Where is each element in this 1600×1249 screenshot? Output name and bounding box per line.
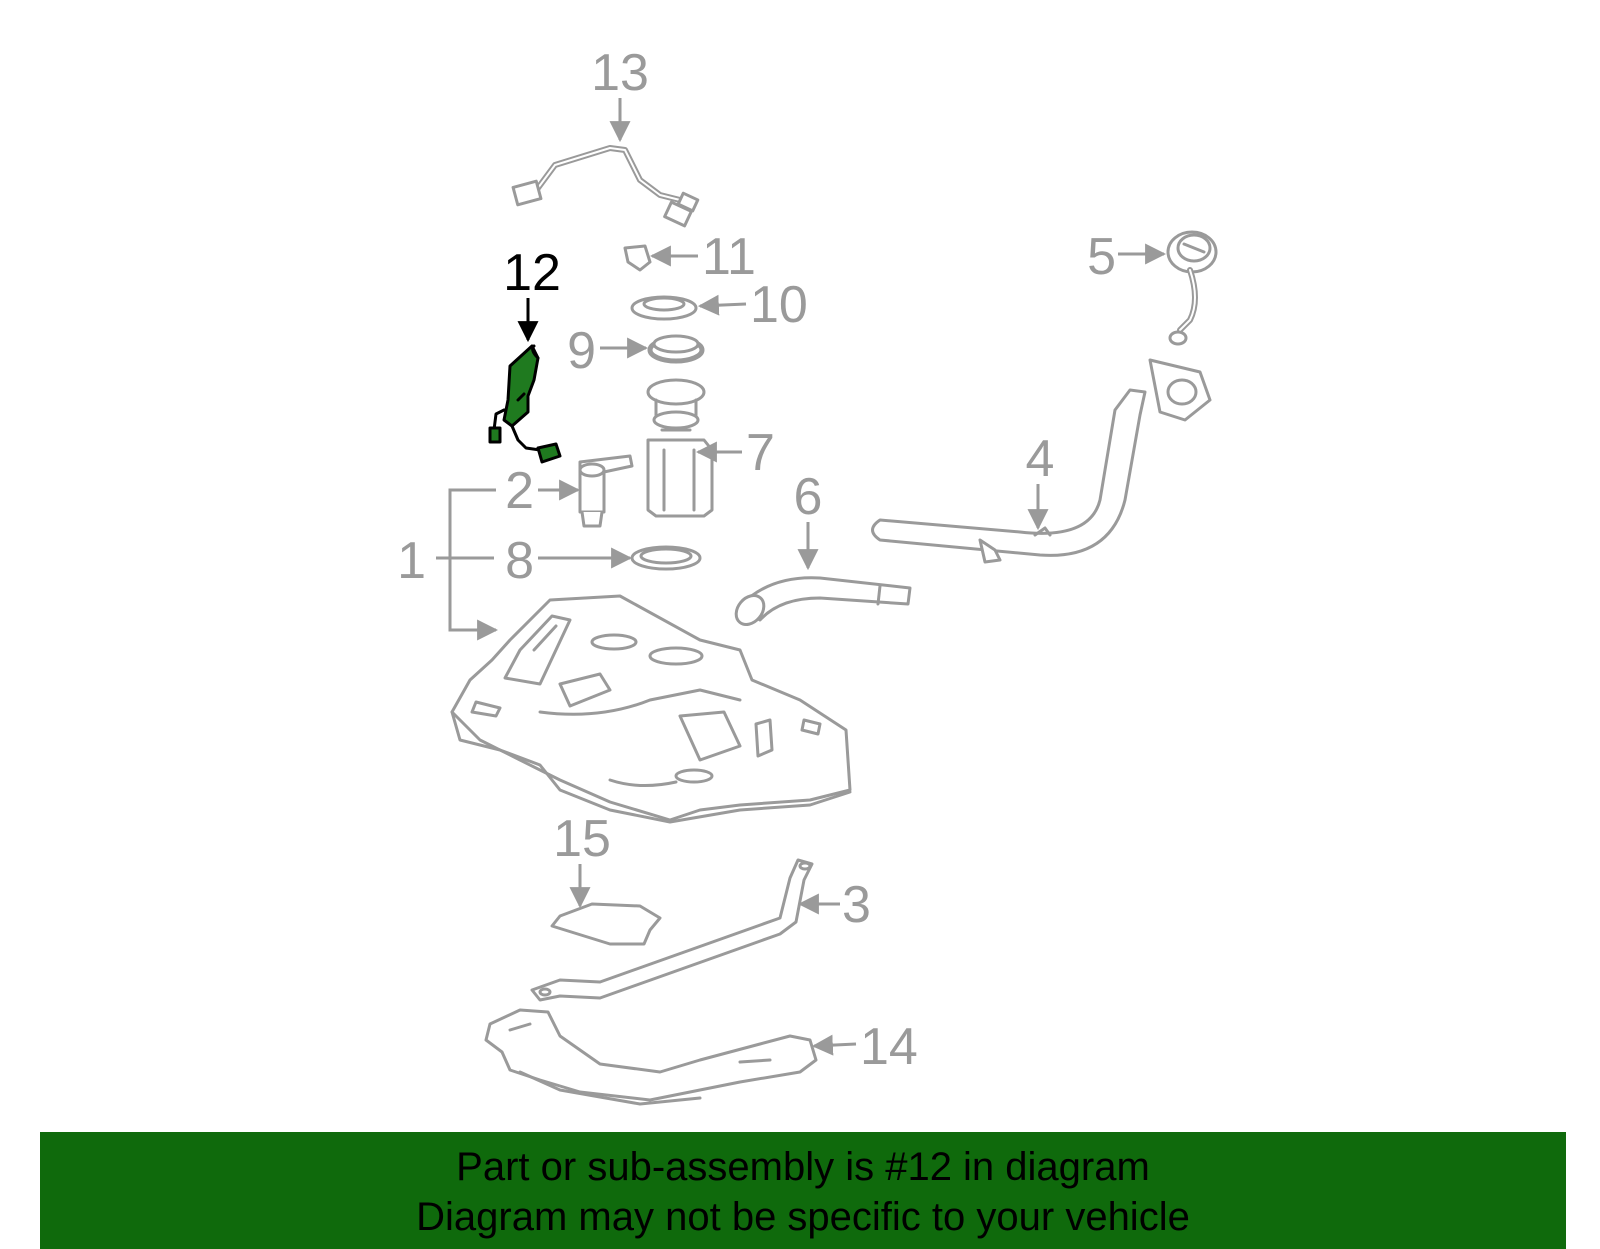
leader-14 [811, 1034, 857, 1056]
part-1-fuel-tank [450, 594, 852, 824]
callout-7: 7 [746, 424, 775, 482]
callout-9: 9 [567, 322, 596, 380]
part-15-pad [550, 902, 662, 946]
callout-13: 13 [591, 44, 649, 102]
callout-14: 14 [860, 1018, 918, 1076]
part-10-lock-ring [630, 295, 698, 321]
part-14-shield [484, 1008, 818, 1106]
leader-10 [697, 294, 747, 316]
callout-2: 2 [505, 462, 534, 520]
callout-11: 11 [702, 228, 756, 286]
callout-10: 10 [750, 276, 808, 334]
part-9-seal [647, 334, 705, 364]
part-8-seal-ring [630, 545, 702, 571]
info-banner: Part or sub-assembly is #12 in diagram D… [40, 1132, 1566, 1249]
part-6-hose [734, 576, 912, 626]
callout-15: 15 [553, 810, 611, 868]
part-12-sending-unit [488, 344, 562, 464]
part-3-strap [530, 858, 814, 1002]
callout-12: 12 [503, 244, 561, 302]
part-2-fuel-pump [578, 454, 634, 528]
callout-5: 5 [1087, 228, 1116, 286]
callout-6: 6 [794, 468, 823, 526]
callout-4: 4 [1026, 430, 1055, 488]
part-13-wiring-harness [511, 145, 700, 228]
part-11-clip [623, 244, 652, 272]
part-4-filler-pipe [871, 358, 1212, 564]
banner-line-2: Diagram may not be specific to your vehi… [416, 1195, 1190, 1239]
banner-line-1: Part or sub-assembly is #12 in diagram [456, 1145, 1150, 1189]
leader-1-bracket [436, 488, 499, 641]
part-7-fuel-pump-module [646, 378, 714, 518]
callout-3: 3 [842, 876, 871, 934]
part-5-fuel-cap [1166, 230, 1218, 346]
parts-diagram: 13 11 10 9 7 2 8 1 6 4 5 15 3 14 12 [397, 44, 1218, 1106]
callout-8: 8 [505, 532, 534, 590]
callout-1: 1 [397, 532, 426, 590]
